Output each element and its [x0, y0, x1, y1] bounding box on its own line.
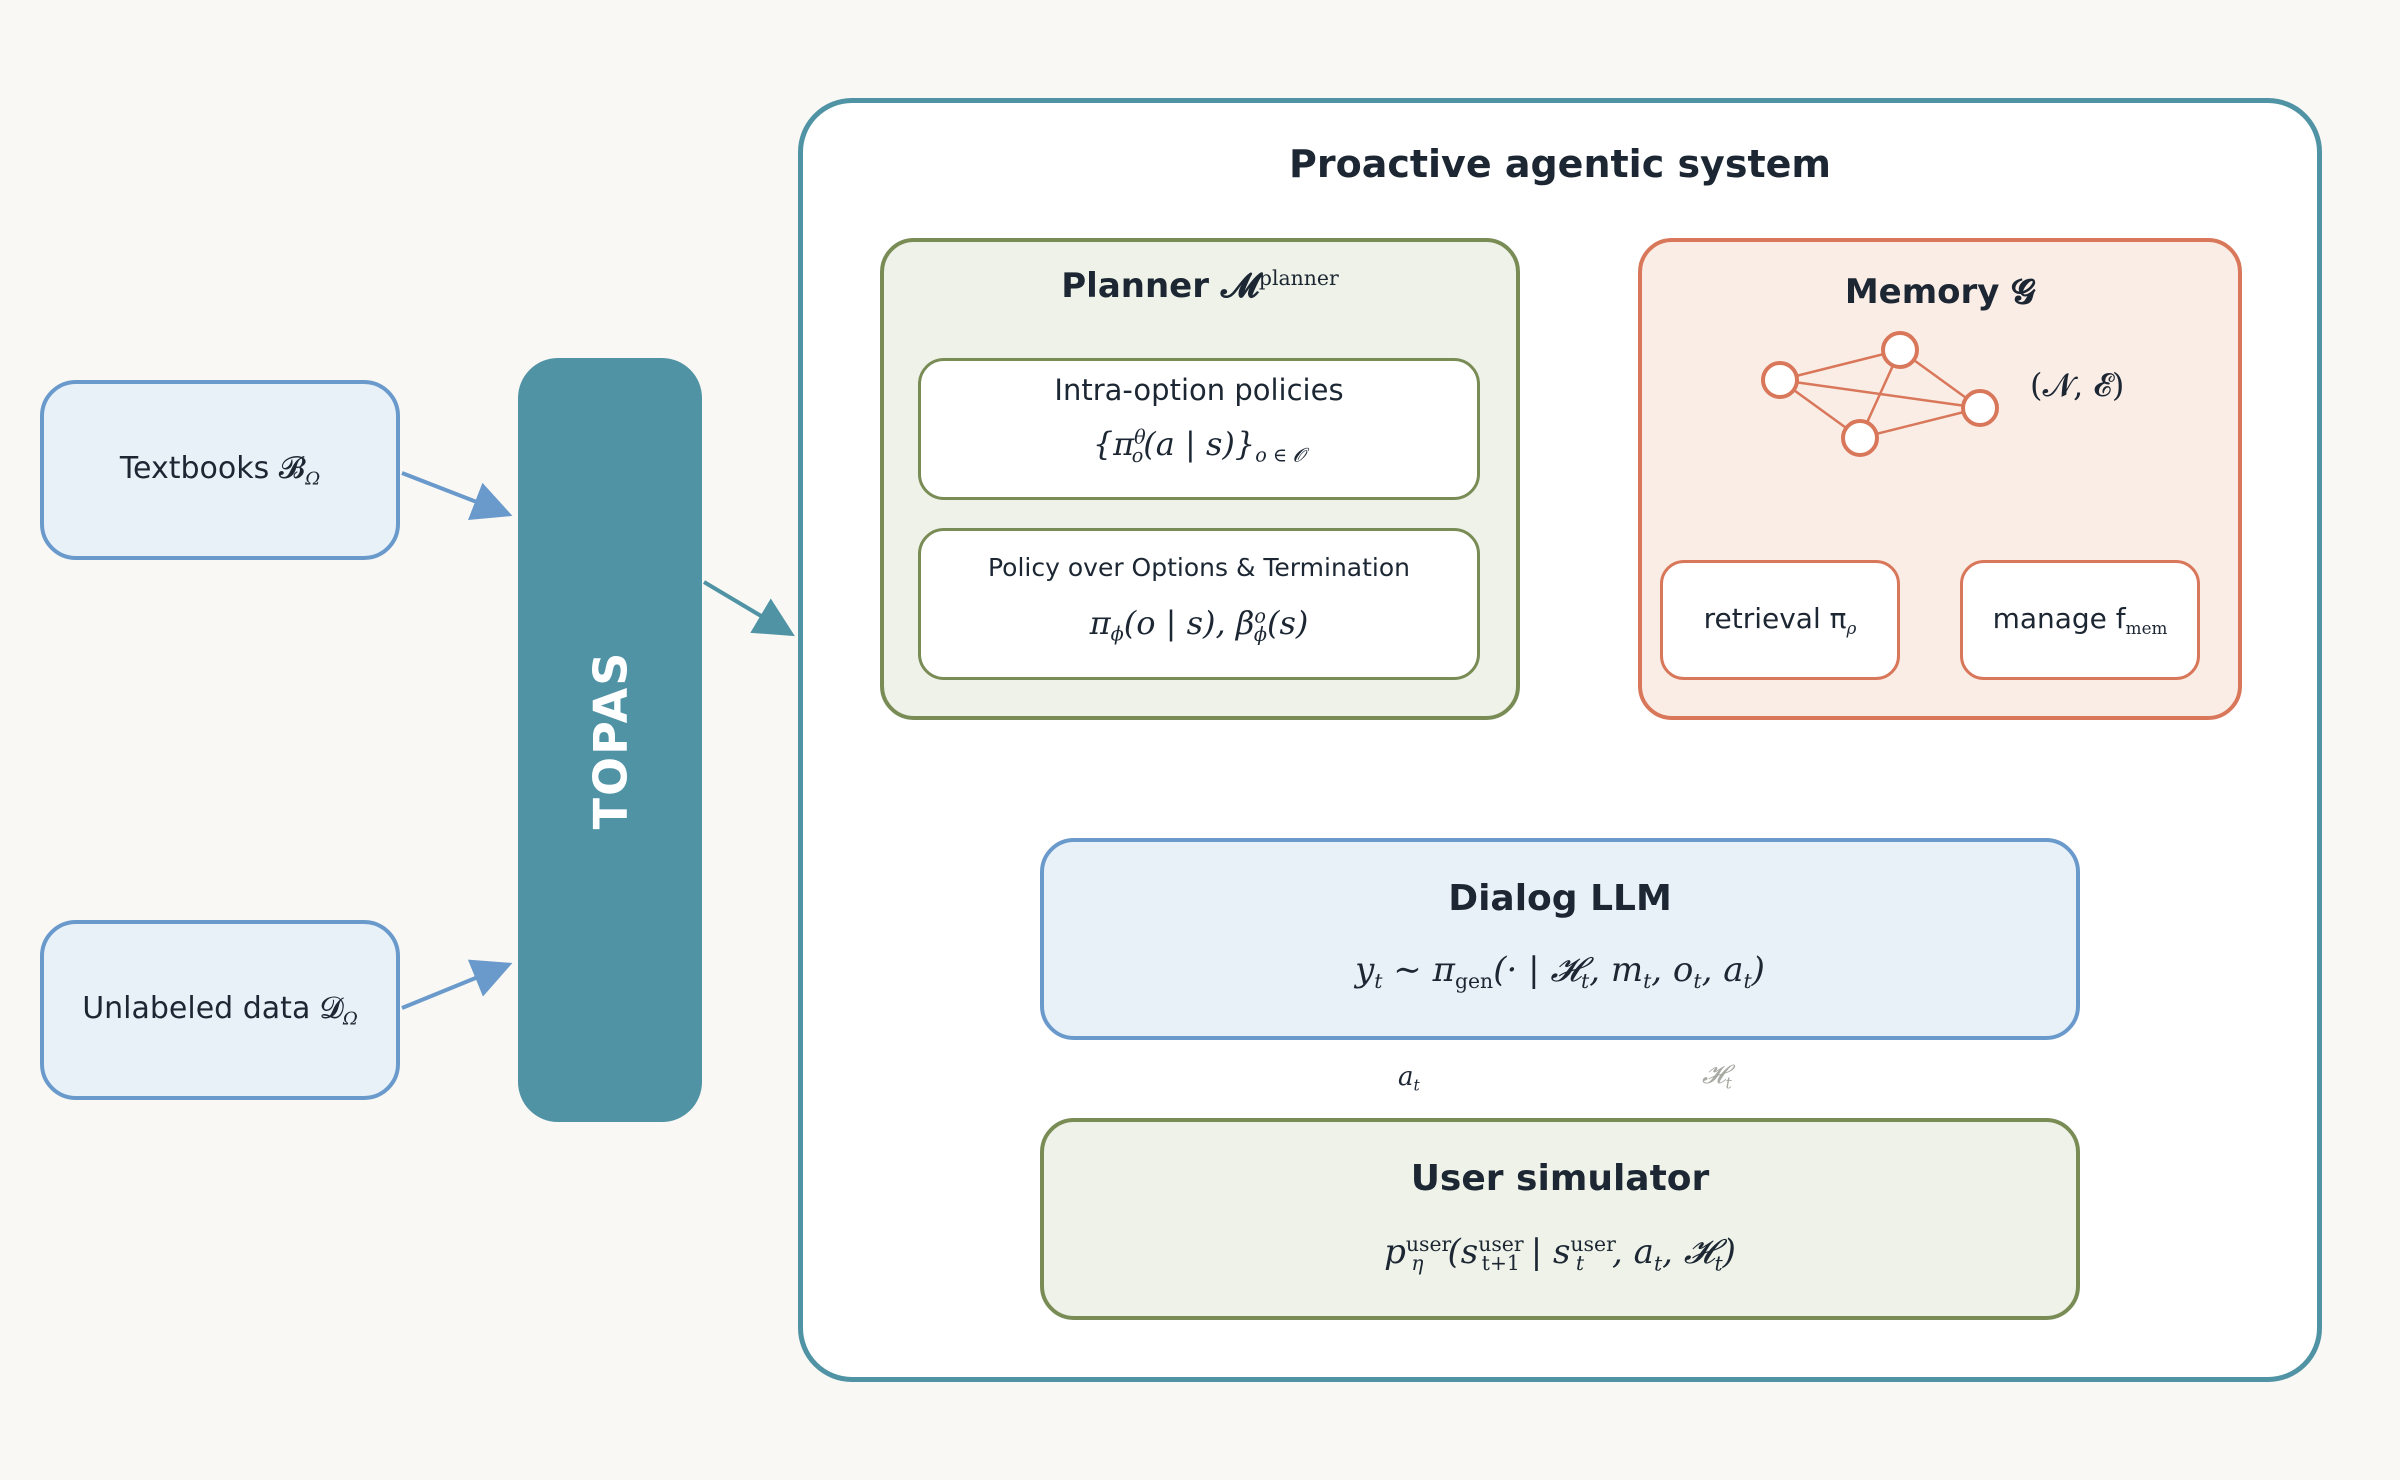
edge-label-action: at — [1398, 1062, 1420, 1095]
dialog-llm-box — [1040, 838, 2080, 1040]
user-simulator-box — [1040, 1118, 2080, 1320]
dialog-llm-title: Dialog LLM — [1448, 878, 1672, 919]
textbooks-label: Textbooks 𝓑Ω — [119, 450, 321, 490]
memory-graph-icon — [1761, 331, 1999, 457]
intra-option-policies-box: Intra-option policies {πθo(a | s)}o ∈ 𝓞 — [918, 358, 1480, 500]
user-simulator-formula: puserη(susert+1 | susert, at, 𝓗t) — [1384, 1232, 1736, 1276]
manage-label: manage fmem — [1992, 602, 2168, 638]
policy-over-options-heading: Policy over Options & Termination — [988, 553, 1410, 582]
memory-graph-label: (𝓝, 𝓔) — [2030, 366, 2125, 404]
edge-label-history: 𝓗t — [1702, 1060, 1732, 1093]
retrieval-box: retrieval πρ — [1660, 560, 1900, 680]
unlabeled-data-box: Unlabeled data 𝓓Ω — [40, 920, 400, 1100]
arrow-textbooks-to-topas — [401, 471, 513, 521]
retrieval-label: retrieval πρ — [1703, 602, 1857, 638]
topas-label: TOPAS — [583, 650, 637, 830]
manage-box: manage fmem — [1960, 560, 2200, 680]
policy-over-options-box: Policy over Options & Termination πϕ(o |… — [918, 528, 1480, 680]
topas-block: TOPAS — [518, 358, 702, 1122]
textbooks-box: Textbooks 𝓑Ω — [40, 380, 400, 560]
dialog-llm-formula: yt ∼ πgen(· | 𝓗t, mt, ot, at) — [1355, 950, 1765, 994]
intra-option-formula: {πθo(a | s)}o ∈ 𝓞 — [1092, 425, 1306, 467]
system-title: Proactive agentic system — [1289, 142, 1831, 186]
user-simulator-title: User simulator — [1410, 1158, 1710, 1199]
policy-over-options-formula: πϕ(o | s), βoϕ(s) — [1089, 604, 1309, 646]
memory-title: Memory 𝓖 — [1844, 272, 2036, 312]
intra-option-heading: Intra-option policies — [1054, 373, 1344, 407]
arrow-unlabeled-to-topas — [401, 959, 513, 1010]
arrow-topas-to-system — [702, 580, 795, 637]
planner-title: Planner 𝓜planner — [1061, 266, 1339, 307]
unlabeled-data-label: Unlabeled data 𝓓Ω — [82, 990, 358, 1030]
